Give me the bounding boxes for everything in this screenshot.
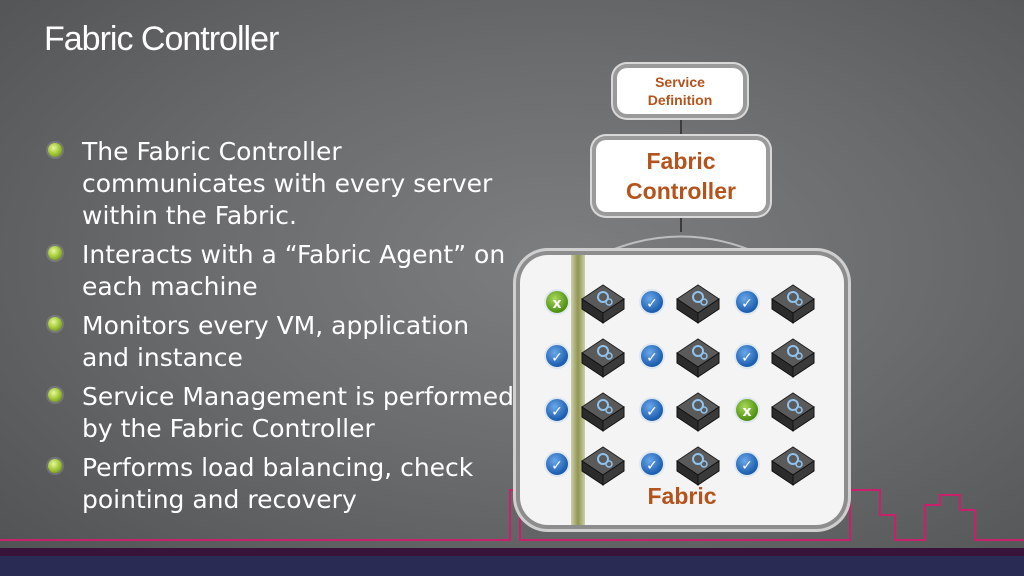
status-fail-icon: x bbox=[734, 397, 760, 423]
status-ok-icon: ✓ bbox=[544, 343, 570, 369]
server-node: ✓ bbox=[639, 331, 739, 381]
bullet-text: Service Management is performed by the F… bbox=[82, 382, 514, 443]
server-icon bbox=[578, 385, 628, 435]
status-ok-icon: ✓ bbox=[734, 451, 760, 477]
bullet-icon bbox=[48, 388, 62, 402]
status-fail-icon: x bbox=[544, 289, 570, 315]
bullet-item: Performs load balancing, check pointing … bbox=[44, 452, 514, 516]
fabric-agent-bar bbox=[571, 255, 585, 525]
fabric-controller-line2: Controller bbox=[626, 178, 736, 204]
server-icon bbox=[768, 277, 818, 327]
page-title: Fabric Controller bbox=[44, 20, 279, 58]
service-definition-box: Service Definition bbox=[617, 68, 743, 114]
server-icon bbox=[673, 439, 723, 489]
status-ok-icon: ✓ bbox=[544, 451, 570, 477]
server-icon bbox=[768, 385, 818, 435]
service-definition-line2: Definition bbox=[647, 92, 713, 108]
status-ok-icon: ✓ bbox=[639, 397, 665, 423]
fabric-container: x ✓ ✓ ✓ ✓ ✓ ✓ ✓ x ✓ ✓ ✓ bbox=[520, 255, 844, 525]
bullet-text: The Fabric Controller communicates with … bbox=[82, 137, 493, 230]
bullet-text: Interacts with a “Fabric Agent” on each … bbox=[82, 240, 506, 301]
server-node: ✓ bbox=[544, 331, 644, 381]
fabric-controller-line1: Fabric bbox=[646, 148, 716, 174]
bullet-item: The Fabric Controller communicates with … bbox=[44, 136, 514, 232]
server-node: ✓ bbox=[639, 439, 739, 489]
server-node: ✓ bbox=[544, 385, 644, 435]
bullet-text: Performs load balancing, check pointing … bbox=[82, 453, 474, 514]
server-icon bbox=[673, 331, 723, 381]
server-icon bbox=[768, 331, 818, 381]
bullet-icon bbox=[48, 143, 62, 157]
server-node: ✓ bbox=[734, 439, 834, 489]
server-icon bbox=[673, 385, 723, 435]
status-ok-icon: ✓ bbox=[734, 343, 760, 369]
server-node: x bbox=[544, 277, 644, 327]
bullet-icon bbox=[48, 459, 62, 473]
fabric-controller-box: Fabric Controller bbox=[596, 140, 766, 212]
bullet-icon bbox=[48, 246, 62, 260]
status-ok-icon: ✓ bbox=[544, 397, 570, 423]
server-node: ✓ bbox=[639, 277, 739, 327]
server-node: x bbox=[734, 385, 834, 435]
status-ok-icon: ✓ bbox=[639, 289, 665, 315]
status-ok-icon: ✓ bbox=[734, 289, 760, 315]
bullet-item: Monitors every VM, application and insta… bbox=[44, 310, 514, 374]
status-ok-icon: ✓ bbox=[639, 451, 665, 477]
bullet-item: Interacts with a “Fabric Agent” on each … bbox=[44, 239, 514, 303]
server-icon bbox=[673, 277, 723, 327]
server-node: ✓ bbox=[734, 277, 834, 327]
bullet-list: The Fabric Controller communicates with … bbox=[44, 136, 514, 523]
service-definition-line1: Service bbox=[655, 74, 705, 90]
bullet-text: Monitors every VM, application and insta… bbox=[82, 311, 470, 372]
server-icon bbox=[768, 439, 818, 489]
server-node: ✓ bbox=[544, 439, 644, 489]
server-icon bbox=[578, 439, 628, 489]
server-icon bbox=[578, 331, 628, 381]
status-ok-icon: ✓ bbox=[639, 343, 665, 369]
bullet-item: Service Management is performed by the F… bbox=[44, 381, 514, 445]
server-icon bbox=[578, 277, 628, 327]
bullet-icon bbox=[48, 317, 62, 331]
fabric-label: Fabric bbox=[647, 483, 717, 509]
server-node: ✓ bbox=[734, 331, 834, 381]
server-node: ✓ bbox=[639, 385, 739, 435]
